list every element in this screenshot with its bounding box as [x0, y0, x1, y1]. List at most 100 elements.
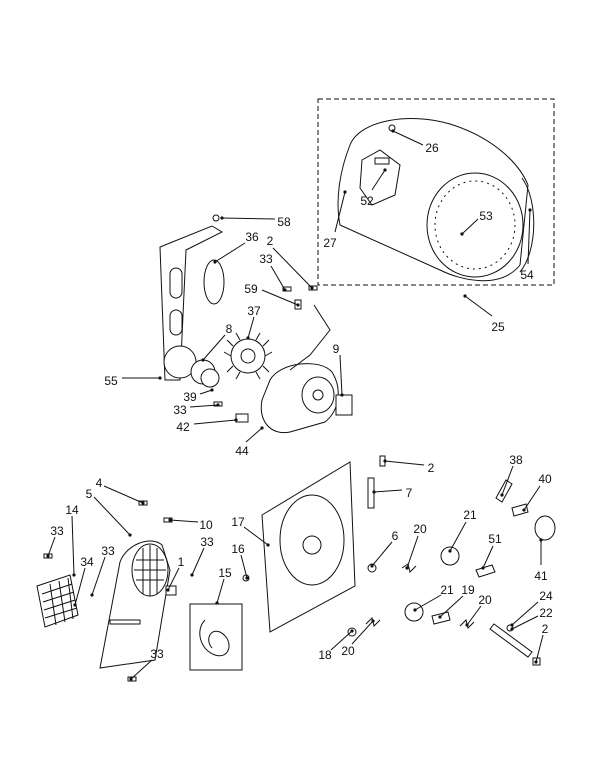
wire-harness-15: [189, 603, 243, 671]
callout-c53: 53: [460, 209, 493, 236]
callout-c40: 40: [522, 472, 552, 512]
leader-line: [339, 354, 343, 396]
leader-arrowhead: [539, 538, 543, 542]
leader-arrowhead: [158, 376, 162, 380]
part-number-label: 59: [244, 282, 258, 296]
leader-line: [270, 265, 286, 291]
leader-line: [371, 541, 393, 567]
callout-c18: 18: [318, 629, 354, 662]
part-number-label: 33: [50, 524, 64, 538]
part-number-label: 24: [539, 589, 553, 603]
leader-arrowhead: [129, 677, 133, 681]
leader-arrowhead: [141, 501, 145, 505]
bulkhead-slot-upper: [169, 267, 183, 299]
leader-line: [272, 247, 313, 289]
part-number-label: 18: [318, 648, 332, 662]
leader-arrowhead: [72, 573, 76, 577]
part-number-label: 54: [520, 268, 534, 282]
leader-line: [214, 242, 246, 263]
leader-line: [501, 465, 514, 496]
callout-c9: 9: [333, 342, 344, 397]
leader-line: [523, 485, 541, 511]
leader-arrowhead: [260, 426, 264, 430]
leader-line: [439, 595, 464, 618]
motor-pulley-hub: [312, 389, 324, 401]
leader-line: [199, 389, 213, 395]
leader-line: [216, 578, 225, 604]
drum-assembly: [317, 98, 555, 286]
callout-c59: 59: [244, 282, 300, 307]
part-number-label: 36: [245, 230, 259, 244]
part-number-label: 5: [86, 487, 93, 501]
leader-arrowhead: [438, 615, 442, 619]
callout-c6: 6: [370, 529, 399, 568]
part-number-label: 8: [226, 322, 233, 336]
callout-c16: 16: [231, 542, 249, 580]
part-number-label: 10: [199, 518, 213, 532]
callout-c17: 17: [231, 515, 270, 547]
part-number-label: 25: [491, 320, 505, 334]
callout-c37: 37: [246, 304, 261, 340]
cover-41: [534, 515, 556, 541]
leader-arrowhead: [343, 190, 347, 194]
leader-arrowhead: [500, 493, 504, 497]
leader-arrowhead: [522, 508, 526, 512]
part-number-label: 6: [392, 529, 399, 543]
rear-bulkhead-panel: [159, 225, 224, 381]
leader-line: [406, 535, 419, 569]
part-number-label: 20: [413, 522, 427, 536]
leader-arrowhead: [383, 459, 387, 463]
leader-line: [334, 191, 346, 233]
part-number-label: 20: [341, 644, 355, 658]
callout-c2c: 2: [534, 622, 549, 664]
callout-c33d: 33: [90, 544, 115, 597]
callout-c5: 5: [86, 487, 132, 537]
leader-line: [384, 460, 425, 466]
base-panel-hole: [302, 535, 322, 555]
callout-c2a: 2: [267, 234, 314, 290]
callout-c20c: 20: [341, 619, 375, 658]
leader-arrowhead: [370, 564, 374, 568]
leader-arrowhead: [391, 129, 395, 133]
leader-line: [449, 521, 467, 552]
callout-c38: 38: [500, 453, 523, 497]
leader-arrowhead: [166, 588, 170, 592]
idler-shaft-51: [475, 564, 496, 578]
callout-c58: 58: [220, 215, 291, 229]
leader-line: [243, 526, 269, 546]
part-number-label: 58: [277, 215, 291, 229]
callout-c22: 22: [510, 606, 553, 631]
part-number-label: 4: [96, 476, 103, 490]
leader-arrowhead: [372, 490, 376, 494]
callout-c33f: 33: [129, 647, 164, 681]
drum-baffle-slot: [374, 157, 390, 165]
leader-arrowhead: [528, 208, 532, 212]
leader-line: [535, 634, 544, 663]
leader-arrowhead: [405, 566, 409, 570]
leader-line: [74, 567, 86, 606]
leader-line: [93, 496, 131, 536]
part-number-label: 2: [542, 622, 549, 636]
leader-arrowhead: [128, 533, 132, 537]
part-number-label: 16: [231, 542, 245, 556]
screw-33: [282, 286, 292, 292]
leader-line: [351, 620, 374, 645]
part-number-label: 7: [406, 486, 413, 500]
callout-c4: 4: [96, 476, 145, 505]
callout-c54: 54: [520, 208, 534, 282]
part-number-label: 20: [478, 593, 492, 607]
callout-c21a: 21: [448, 508, 477, 553]
leader-arrowhead: [481, 566, 485, 570]
spring-20a: [401, 563, 417, 573]
switch-1: [165, 585, 177, 596]
part-number-label: 33: [200, 535, 214, 549]
leader-line: [169, 519, 199, 523]
part-number-label: 39: [183, 390, 197, 404]
fuse-40: [511, 503, 529, 517]
leader-line: [511, 615, 539, 630]
leader-line: [466, 605, 482, 626]
leader-arrowhead: [216, 403, 220, 407]
leader-line: [193, 419, 237, 425]
